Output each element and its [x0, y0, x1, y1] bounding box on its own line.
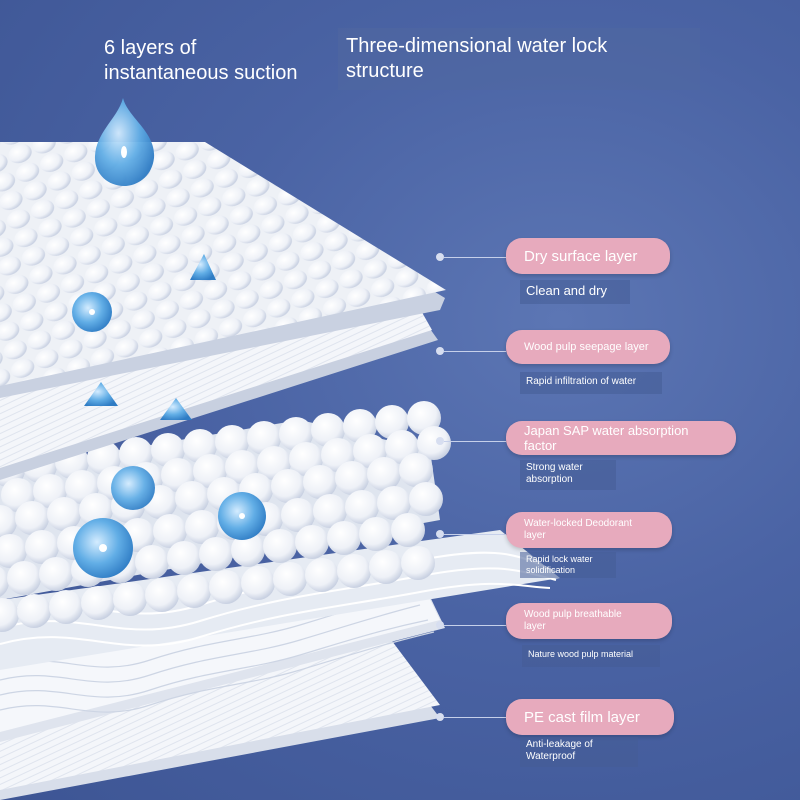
- callout-dot: [436, 713, 444, 721]
- callout-dot: [436, 347, 444, 355]
- water-drop-icon: [72, 292, 112, 332]
- sap-ball: [263, 529, 297, 563]
- water-drop-icon: [218, 492, 266, 540]
- sap-ball: [113, 582, 147, 616]
- headline-left: 6 layers of instantaneous suction: [104, 37, 298, 84]
- callout-line: [444, 534, 506, 535]
- sap-ball: [25, 530, 59, 564]
- layer-label-seepage: Wood pulp seepage layer: [506, 330, 670, 364]
- water-drop-icon: [73, 518, 133, 578]
- layer-label-text: Wood pulp breathable layer: [524, 609, 622, 632]
- callout-line: [444, 441, 506, 442]
- sap-ball: [153, 514, 187, 548]
- water-drop-icon: [160, 398, 192, 420]
- dry-surface-sheet: [0, 142, 446, 398]
- sap-ball: [17, 594, 51, 628]
- sap-ball: [335, 461, 369, 495]
- layer-description: Rapid lock water solidification: [520, 552, 616, 578]
- sap-ball: [313, 494, 347, 528]
- sap-ball: [337, 554, 371, 588]
- layer-label-text: PE cast film layer: [524, 708, 640, 726]
- water-drop-icon: [111, 466, 155, 510]
- sap-ball: [209, 570, 243, 604]
- sap-ball: [401, 546, 435, 580]
- layer-label-dry-surface: Dry surface layer: [506, 238, 670, 274]
- sap-ball: [15, 501, 49, 535]
- sap-ball: [185, 510, 219, 544]
- sap-ball: [231, 533, 265, 567]
- sap-ball: [281, 498, 315, 532]
- sap-ball: [417, 426, 451, 460]
- sap-ball: [0, 598, 19, 632]
- sap-ball: [199, 537, 233, 571]
- sap-ball: [367, 457, 401, 491]
- layer-label-sap: Japan SAP water absorption factor: [506, 421, 736, 455]
- headline-right: Three-dimensional water lock structure: [346, 35, 608, 82]
- callout-line: [444, 625, 506, 626]
- sap-ball: [359, 517, 393, 551]
- layer-description: Anti-leakage of Waterproof: [520, 737, 638, 767]
- sap-ball: [0, 505, 17, 539]
- layer-label-pe-film: PE cast film layer: [506, 699, 674, 735]
- sap-ball: [0, 567, 9, 597]
- pe-film-sheet: [0, 625, 440, 800]
- callout-dot: [436, 437, 444, 445]
- sap-ball: [369, 550, 403, 584]
- sap-ball: [241, 566, 275, 600]
- sap-ball: [303, 465, 337, 499]
- sap-ball: [399, 453, 433, 487]
- layer-description: Rapid infiltration of water: [520, 372, 662, 394]
- layer-label-breathable: Wood pulp breathable layer: [506, 603, 672, 639]
- sap-ball: [327, 521, 361, 555]
- layer-label-text: Wood pulp seepage layer: [524, 341, 649, 353]
- sap-ball: [305, 558, 339, 592]
- layer-description: Strong water absorption: [520, 460, 616, 490]
- sap-ball: [167, 541, 201, 575]
- layer-description: Clean and dry: [520, 280, 630, 304]
- callout-line: [444, 717, 506, 718]
- callout-dot: [436, 253, 444, 261]
- water-drop-icon: [84, 382, 118, 406]
- layer-description: Nature wood pulp material: [522, 645, 660, 667]
- callout-dot: [436, 530, 444, 538]
- sap-ball: [273, 562, 307, 596]
- callout-line: [444, 351, 506, 352]
- sap-ball: [377, 486, 411, 520]
- sap-ball: [39, 557, 73, 591]
- sap-ball: [177, 574, 211, 608]
- seepage-sheet: [0, 300, 438, 480]
- headline-right-backdrop: [338, 28, 700, 90]
- layer-label-text: Dry surface layer: [524, 247, 638, 265]
- sap-ball: [49, 590, 83, 624]
- callout-dot: [436, 621, 444, 629]
- sap-ball: [295, 525, 329, 559]
- sap-ball: [145, 578, 179, 612]
- water-drop-icon: [190, 254, 216, 280]
- sap-ball: [271, 469, 305, 503]
- sap-ball: [81, 586, 115, 620]
- layer-label-deodorant: Water-locked Deodorant layer: [506, 512, 672, 548]
- sap-ball: [391, 513, 425, 547]
- sap-ball: [409, 482, 443, 516]
- water-drop-icon: [94, 98, 155, 186]
- sap-ball: [135, 545, 169, 579]
- sap-ball: [0, 534, 27, 568]
- sap-ball: [175, 481, 209, 515]
- sap-ball: [345, 490, 379, 524]
- callout-line: [444, 257, 506, 258]
- sap-ball: [7, 561, 41, 595]
- sap-ball: [47, 497, 81, 531]
- layer-label-text: Water-locked Deodorant layer: [524, 518, 633, 541]
- layer-label-text: Japan SAP water absorption factor: [524, 423, 689, 453]
